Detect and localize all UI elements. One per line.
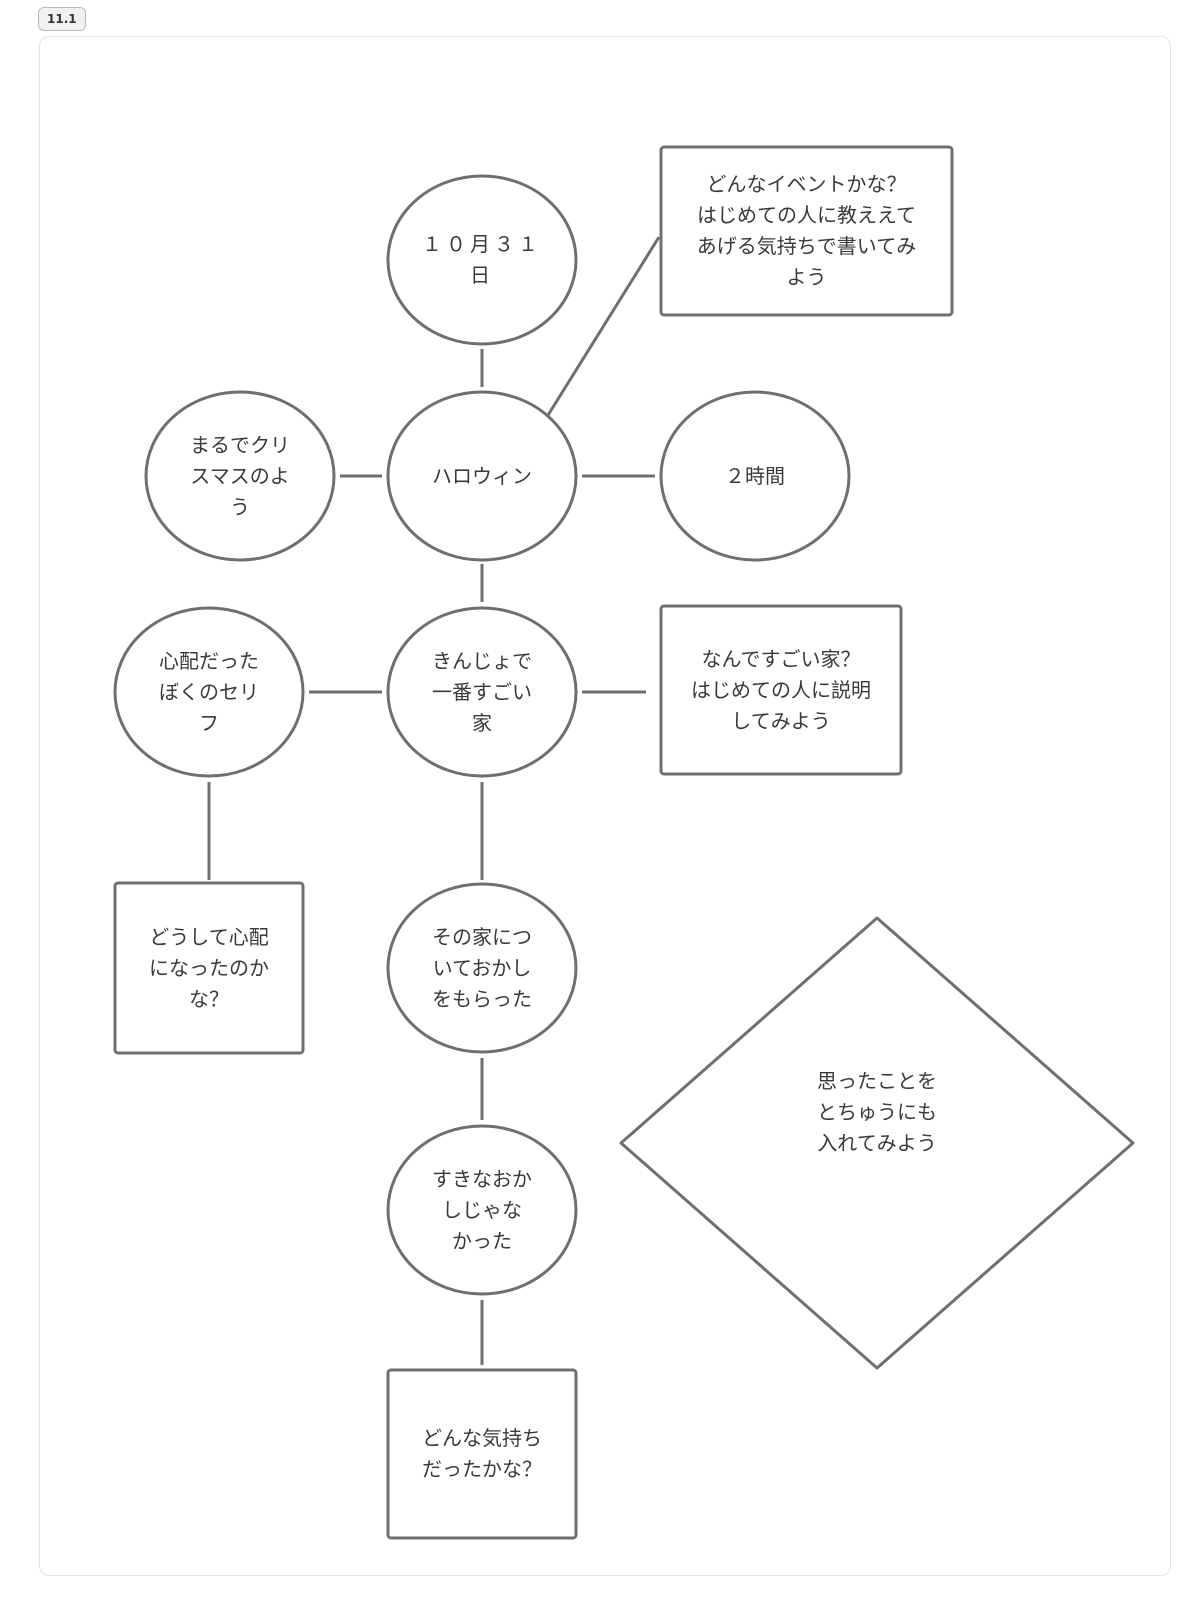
node-amazing-house-circle[interactable] — [386, 606, 578, 778]
node-worried-line-circle[interactable] — [113, 606, 305, 778]
connector-halloween-event-hint — [543, 236, 661, 421]
node-not-favorite-label: すきなおか しじゃな かった — [432, 1166, 532, 1253]
node-feeling-hint-label: どんな気持ち だったかな？ — [422, 1426, 542, 1481]
node-date-label: １０月３１ 日 — [422, 232, 542, 287]
node-event-hint-box[interactable] — [659, 145, 954, 317]
node-event-hint-label: どんなイベントかな？ はじめての人に教ええて あげる気持ちで書いてみ よう — [696, 172, 917, 289]
node-thoughts-hint-label: 思ったことを とちゅうにも 入れてみよう — [817, 1068, 937, 1155]
node-got-candy-circle[interactable] — [386, 882, 578, 1054]
node-date-circle[interactable] — [386, 174, 578, 346]
node-not-favorite-circle[interactable] — [386, 1124, 578, 1296]
node-house-hint-label: なんですごい家？ はじめての人に説明 してみよう — [691, 646, 871, 733]
node-halloween-circle[interactable] — [386, 390, 578, 562]
node-house-hint-box[interactable] — [659, 604, 903, 776]
node-halloween-label: ハロウィン — [432, 463, 532, 488]
page-number-badge: 11.1 — [38, 7, 86, 31]
diagram-canvas — [39, 36, 1171, 1576]
node-why-worried-box[interactable] — [113, 881, 305, 1055]
node-amazing-house-label: きんじょで 一番すごい 家 — [432, 648, 532, 735]
node-why-worried-label: どうして心配 になったのか な？ — [149, 924, 269, 1011]
node-like-christmas-circle[interactable] — [144, 390, 336, 562]
node-got-candy-label: その家につ いておかし をもらった — [432, 924, 532, 1011]
node-two-hours-label: ２時間 — [725, 463, 785, 488]
node-two-hours-circle[interactable] — [659, 390, 851, 562]
node-feeling-hint-box[interactable] — [386, 1368, 578, 1540]
node-worried-line-label: 心配だった ぼくのセリ フ — [159, 648, 259, 735]
node-like-christmas-label: まるでクリ スマスのよ う — [190, 432, 290, 519]
node-thoughts-hint-diamond[interactable] — [619, 916, 1135, 1370]
